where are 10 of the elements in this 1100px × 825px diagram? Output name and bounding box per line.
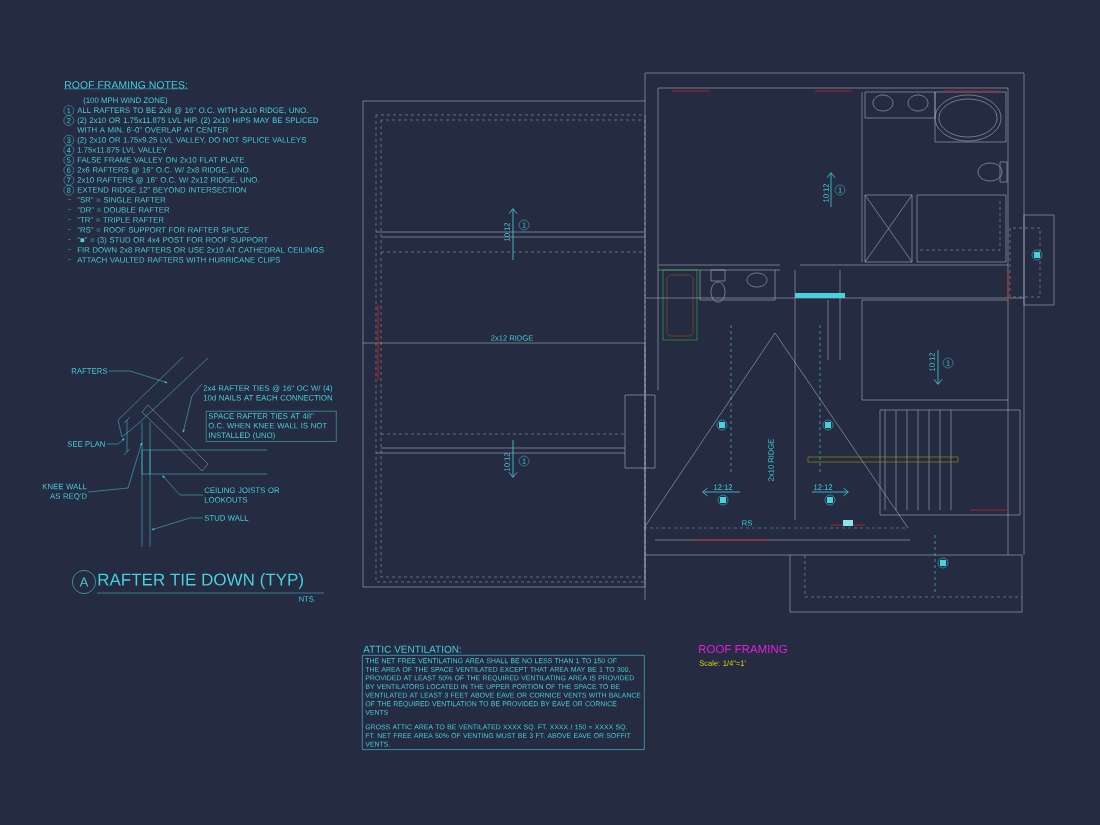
leader-line <box>182 383 203 433</box>
leader-line <box>151 517 204 531</box>
detail-title: RAFTER TIE DOWN (TYP) <box>96 573 325 594</box>
leader-line <box>87 442 143 493</box>
leader-line <box>108 370 168 383</box>
notes-heading: ROOF FRAMING NOTES: <box>63 81 189 90</box>
leader-line <box>106 438 125 445</box>
box-heading: ATTIC VENTILATION: <box>363 645 461 653</box>
plan-title: ROOF FRAMING <box>699 644 787 654</box>
leader-line <box>162 475 204 496</box>
